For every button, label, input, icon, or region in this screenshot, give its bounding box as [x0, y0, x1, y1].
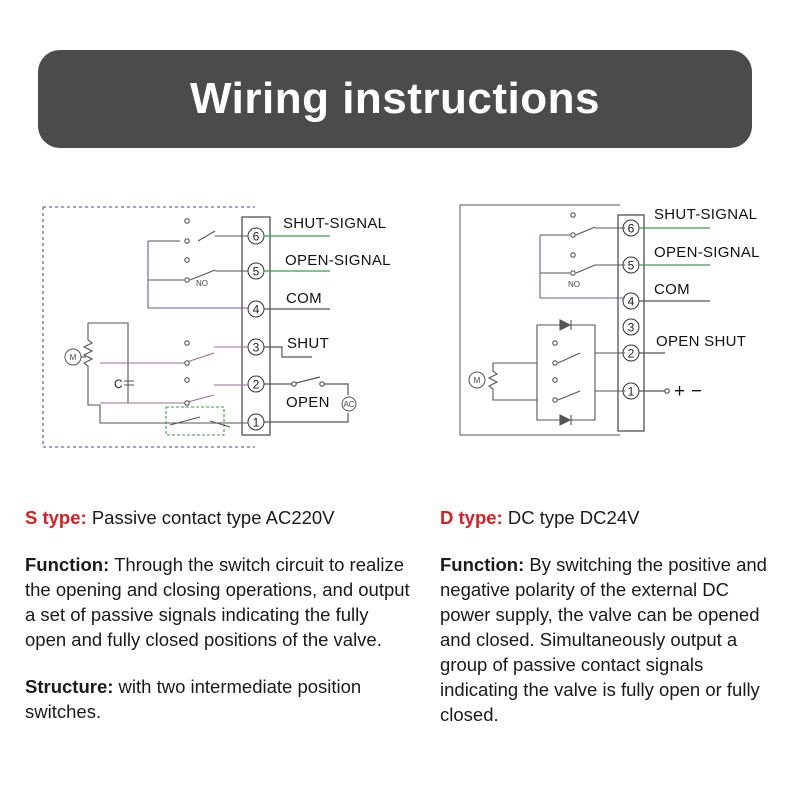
- s-type-value: Passive contact type AC220V: [86, 507, 335, 528]
- output-wires: [264, 235, 349, 423]
- terminal-5: 5: [622, 256, 640, 274]
- d-function-text: By switching the positive and negative p…: [440, 554, 767, 725]
- terminal-4: 4: [622, 292, 640, 310]
- d-function-paragraph: Function: By switching the positive and …: [440, 552, 780, 727]
- svg-text:4: 4: [253, 303, 260, 317]
- limit-switch-box: [165, 406, 225, 436]
- motor-symbol: M: [64, 348, 82, 366]
- s-type-wiring-diagram: 6 5 4 3 2 1 AC NO M C: [42, 206, 391, 448]
- capacitor-label: C: [114, 377, 123, 391]
- s-type-description: S type: Passive contact type AC220V Func…: [25, 505, 410, 746]
- signal-switches: [539, 212, 625, 299]
- d-function-label: Function:: [440, 554, 525, 575]
- s-structure-label: Structure:: [25, 676, 114, 697]
- motor-windings: [81, 322, 248, 424]
- no-note: NO: [568, 280, 580, 289]
- terminal-2: 2: [622, 344, 640, 362]
- svg-text:3: 3: [253, 341, 260, 355]
- svg-text:5: 5: [628, 259, 635, 273]
- s-function-label: Function:: [25, 554, 110, 575]
- capacitor-symbol: [124, 380, 134, 386]
- svg-text:3: 3: [628, 321, 635, 335]
- svg-text:4: 4: [628, 295, 635, 309]
- svg-text:1: 1: [628, 385, 635, 399]
- svg-text:M: M: [70, 353, 77, 362]
- ac-load-symbol: AC: [341, 396, 357, 412]
- svg-text:AC: AC: [343, 400, 354, 409]
- housing-outline: [459, 204, 620, 436]
- svg-text:6: 6: [628, 222, 635, 236]
- terminal-3: 3: [247, 338, 265, 356]
- terminal-block: [241, 216, 271, 436]
- label-shut: SHUT: [287, 335, 329, 352]
- terminal-2: 2: [247, 375, 265, 393]
- label-open-shut: OPEN SHUT: [656, 333, 746, 350]
- d-type-label: D type:: [440, 507, 503, 528]
- svg-text:5: 5: [253, 265, 260, 279]
- d-type-wiring-diagram: 6 5 4 3 2 1 NO M SHUT-SIGNAL OPEN-SIGNAL: [459, 204, 760, 436]
- label-shut-signal: SHUT-SIGNAL: [283, 215, 386, 232]
- label-com: COM: [286, 290, 322, 307]
- housing-dashed-outline: [42, 206, 255, 448]
- svg-text:6: 6: [253, 230, 260, 244]
- label-open-signal: OPEN-SIGNAL: [285, 252, 391, 269]
- motor-windings: [487, 362, 537, 401]
- output-wires: [639, 227, 710, 394]
- terminal-5: 5: [247, 262, 265, 280]
- label-shut-signal: SHUT-SIGNAL: [654, 206, 757, 223]
- s-function-paragraph: Function: Through the switch circuit to …: [25, 552, 410, 652]
- terminal-6: 6: [622, 219, 640, 237]
- diode-bridge: [536, 319, 625, 426]
- terminal-6: 6: [247, 227, 265, 245]
- svg-text:1: 1: [253, 416, 260, 430]
- motor-symbol: M: [468, 371, 486, 389]
- d-type-description: D type: DC type DC24V Function: By switc…: [440, 505, 780, 749]
- s-structure-paragraph: Structure: with two intermediate positio…: [25, 674, 410, 724]
- no-note: NO: [196, 279, 208, 288]
- svg-text:2: 2: [253, 378, 260, 392]
- s-type-label: S type:: [25, 507, 87, 528]
- d-type-line: D type: DC type DC24V: [440, 505, 780, 530]
- s-structure-text: with two intermediate position switches.: [25, 676, 362, 722]
- label-open: OPEN: [286, 394, 330, 411]
- terminal-4: 4: [247, 300, 265, 318]
- signal-switches: [147, 218, 248, 309]
- d-type-value: DC type DC24V: [502, 507, 640, 528]
- page-title: Wiring instructions: [190, 74, 600, 123]
- terminal-1: 1: [622, 382, 640, 400]
- label-open-signal: OPEN-SIGNAL: [654, 244, 760, 261]
- terminal-1: 1: [247, 413, 265, 431]
- s-function-text: Through the switch circuit to realize th…: [25, 554, 410, 650]
- svg-text:M: M: [474, 376, 481, 385]
- terminal-3: 3: [622, 318, 640, 336]
- svg-text:2: 2: [628, 347, 635, 361]
- title-banner: Wiring instructions: [38, 50, 752, 148]
- s-type-line: S type: Passive contact type AC220V: [25, 505, 410, 530]
- label-plus-minus: + −: [674, 381, 702, 402]
- label-com: COM: [654, 281, 690, 298]
